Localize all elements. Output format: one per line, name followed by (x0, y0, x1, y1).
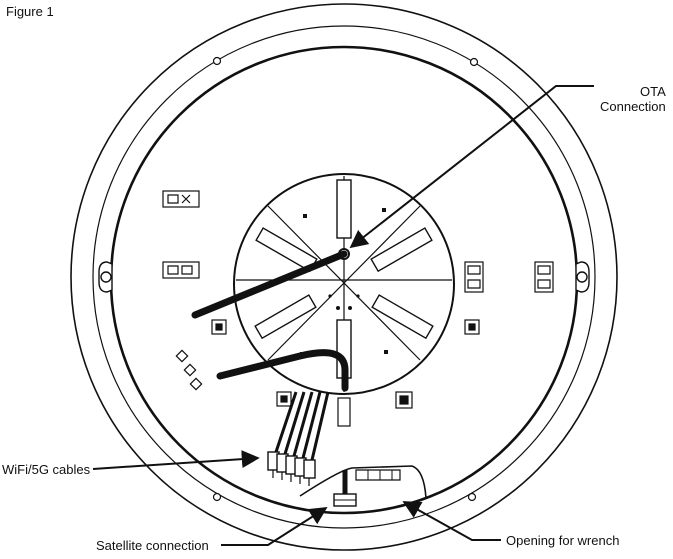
wifi-cables-label: WiFi/5G cables (2, 462, 91, 477)
wifi-leader (92, 450, 260, 470)
satellite-connector (333, 470, 357, 507)
satellite-connection-label: Satellite connection (96, 538, 209, 553)
satellite-leader (221, 507, 328, 546)
thick-cables (191, 250, 349, 392)
wifi-cable-bundle (267, 391, 330, 486)
ota-leader (349, 85, 594, 249)
ota-connection-label: OTA Connection (600, 84, 666, 114)
ota-label-line1: OTA (640, 84, 666, 99)
figure-title: Figure 1 (6, 4, 54, 19)
center-hub (233, 173, 455, 395)
side-latches (98, 261, 590, 293)
ota-label-line2: Connection (600, 99, 666, 114)
middle-ring (92, 25, 596, 529)
wrench-opening-label: Opening for wrench (506, 533, 620, 548)
wrench-leader (402, 501, 501, 541)
callout-leaders (92, 85, 594, 546)
outer-ring (70, 3, 618, 551)
mounting-holes (212, 56, 479, 502)
hub-disc (233, 173, 455, 395)
wrench-opening (299, 465, 427, 499)
plate-clips (162, 190, 554, 427)
